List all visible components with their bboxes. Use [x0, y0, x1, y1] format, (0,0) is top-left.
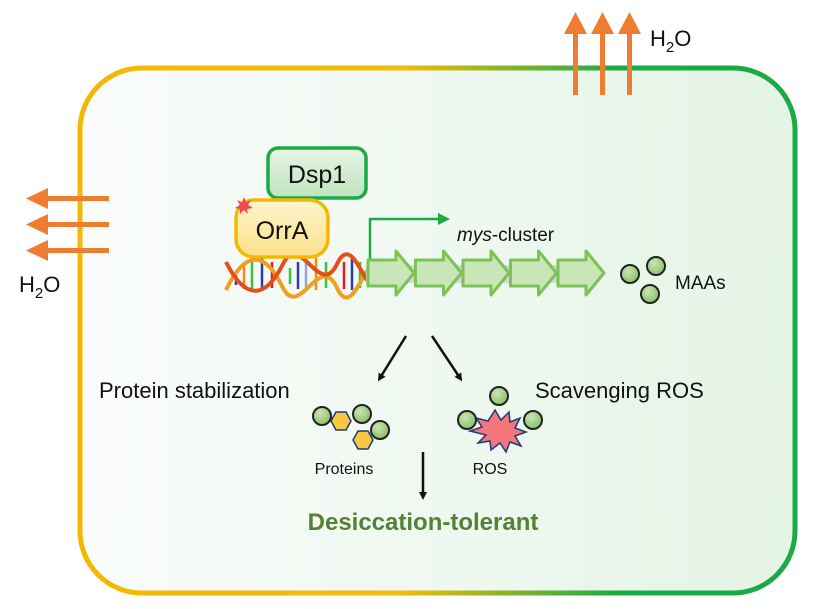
water-label-top: H2O [650, 26, 691, 56]
water-efflux-left-arrows [26, 188, 109, 261]
promoter-arrow [368, 213, 450, 262]
gene-arrow-1 [366, 249, 416, 297]
maa-ball-icon [312, 406, 332, 426]
maa-ball-icon [523, 410, 543, 430]
water-arrow-left-icon [26, 214, 109, 235]
ros-label: ROS [473, 461, 508, 478]
water-arrow-up-icon [564, 12, 587, 95]
gene-arrow-4 [509, 249, 558, 297]
mys-gene-cluster [366, 249, 606, 297]
maa-ball-icon [457, 410, 477, 430]
mys-cluster-label: mys-cluster [457, 225, 555, 246]
protein-hexagon-icon [352, 430, 374, 450]
phosphorylation-star-icon [235, 197, 253, 214]
maas-label: MAAs [675, 273, 726, 294]
orra-protein: OrrA [234, 197, 330, 259]
protein-complex [312, 404, 390, 450]
maa-ball-icon [370, 420, 390, 440]
proteins-label: Proteins [315, 461, 374, 478]
water-arrow-left-icon [26, 188, 109, 209]
gene-arrow-5 [556, 249, 606, 297]
protein-hexagon-icon [330, 411, 352, 431]
orra-label: OrrA [256, 217, 309, 245]
water-arrow-up-icon [618, 12, 641, 95]
maa-ball-icon [352, 404, 372, 424]
maa-molecules [620, 256, 666, 304]
ros-burst-icon [467, 408, 529, 454]
maa-ball-icon [640, 284, 660, 304]
branch-arrows [377, 335, 463, 382]
gene-arrow-2 [414, 249, 463, 297]
dna-helix [224, 252, 374, 300]
maa-ball-icon [646, 256, 666, 276]
water-arrow-left-icon [26, 240, 109, 261]
dsp1-protein: Dsp1 [266, 146, 368, 200]
water-efflux-top-arrows [564, 12, 641, 95]
gene-arrow-3 [461, 249, 511, 297]
protein-stabilization-label: Protein stabilization [99, 378, 290, 403]
cell-membrane [77, 65, 798, 596]
maa-ball-icon [489, 386, 509, 406]
water-label-left: H2O [19, 272, 60, 302]
dsp1-label: Dsp1 [288, 161, 346, 189]
scavenging-ros-label: Scavenging ROS [535, 378, 704, 403]
water-arrow-up-icon [591, 12, 614, 95]
arrow-to-protein-stabilization [377, 335, 408, 382]
desiccation-tolerant-label: Desiccation-tolerant [308, 509, 539, 536]
ros-complex [457, 386, 543, 454]
maa-ball-icon [620, 264, 640, 284]
arrow-to-ros-scavenging [430, 335, 463, 382]
